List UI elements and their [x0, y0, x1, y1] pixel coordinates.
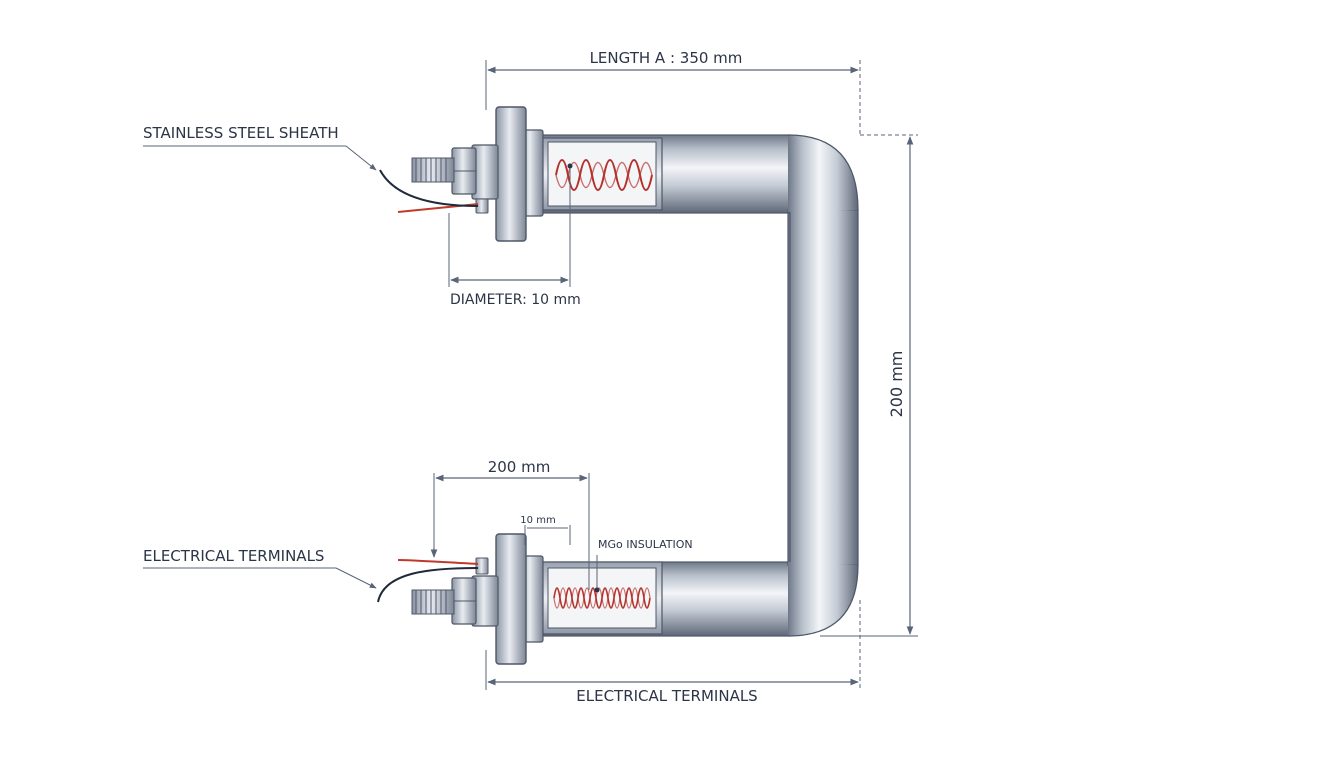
diameter-label: DIAMETER: 10 mm: [450, 292, 581, 308]
lower-threaded-bolt: [411, 589, 455, 615]
lower-wires: [377, 559, 479, 603]
lower-fitting: [411, 533, 544, 665]
upper-fitting: [411, 106, 544, 242]
sheath-label: STAINLESS STEEL SHEATH: [143, 124, 339, 142]
height-dimension: 200 mm: [820, 134, 918, 637]
length-a-label: LENGTH A : 350 mm: [590, 49, 743, 67]
small-10mm-label: 10 mm: [520, 515, 555, 526]
lower-length-dimension: 200 mm: [430, 458, 590, 590]
insulation-label: MGo INSULATION: [598, 538, 693, 551]
terminals-bottom-label: ELECTRICAL TERMINALS: [576, 687, 757, 705]
length-a-dimension: LENGTH A : 350 mm: [485, 49, 861, 135]
insulation-callout: MGo INSULATION: [594, 538, 693, 593]
upper-cutaway: [539, 137, 663, 211]
terminals-left-label: ELECTRICAL TERMINALS: [143, 547, 324, 565]
height-label: 200 mm: [887, 351, 906, 418]
lower-cutaway: [539, 561, 663, 635]
lower-length-label: 200 mm: [488, 458, 551, 476]
bottom-dimension: ELECTRICAL TERMINALS: [485, 600, 861, 705]
diameter-dimension: DIAMETER: 10 mm: [448, 163, 581, 308]
upper-threaded-bolt: [411, 157, 455, 183]
upper-wires: [379, 169, 479, 213]
sheath-callout: STAINLESS STEEL SHEATH: [143, 124, 377, 171]
terminals-callout: ELECTRICAL TERMINALS: [143, 547, 377, 589]
small-10mm-dimension: 10 mm: [520, 515, 571, 545]
